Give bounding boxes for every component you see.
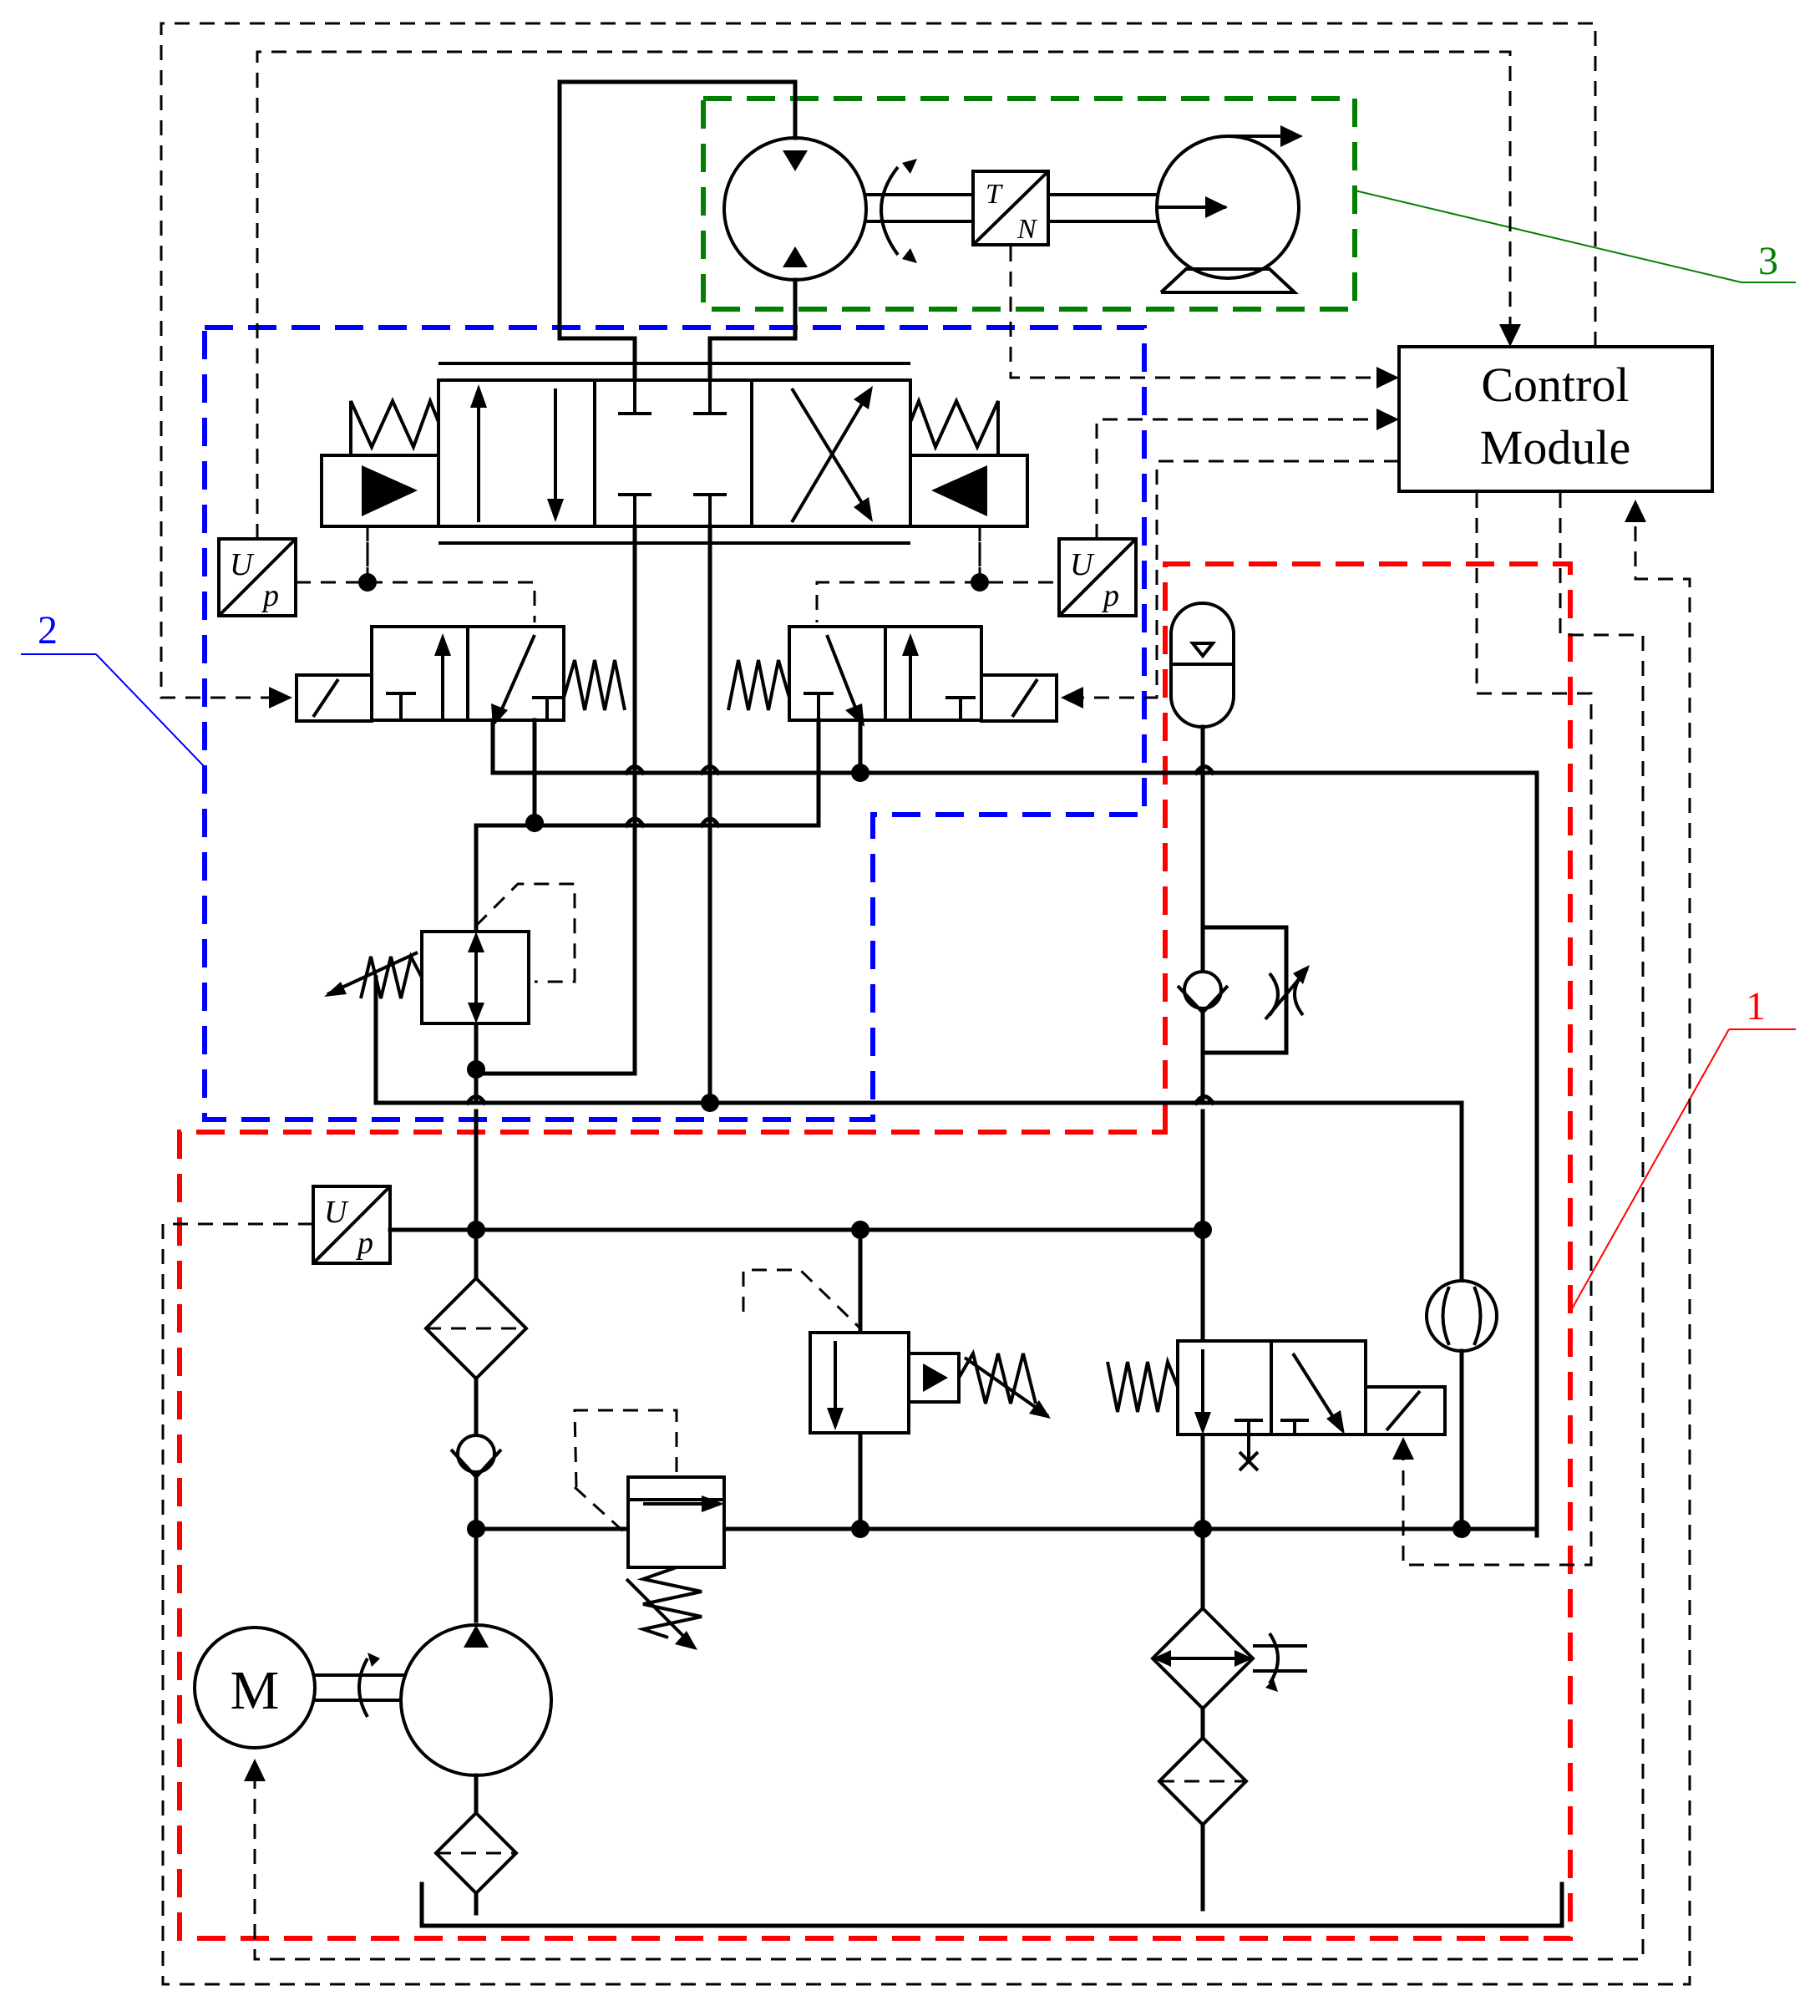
load-pump bbox=[1155, 125, 1303, 294]
oil-cooler bbox=[1150, 1606, 1307, 1740]
main-relief-valve bbox=[625, 1475, 726, 1650]
pressure-sensor-bottom-p: p bbox=[355, 1226, 373, 1261]
pressure-sensor-right: U p bbox=[1057, 537, 1138, 617]
hydraulic-motor bbox=[722, 136, 868, 282]
callout-2: 2 bbox=[38, 608, 58, 653]
group-3-boundary bbox=[701, 96, 1796, 312]
flow-meter bbox=[1425, 1100, 1498, 1531]
control-module: Control Module bbox=[1397, 345, 1714, 493]
pressure-sensor-bottom: U p bbox=[312, 1185, 392, 1265]
accumulator bbox=[1169, 602, 1235, 771]
torque-sensor-t: T bbox=[986, 179, 1003, 210]
callout-1: 1 bbox=[1746, 984, 1766, 1028]
load-shaft bbox=[1048, 193, 1157, 223]
pressure-sensor-bottom-u: U bbox=[324, 1195, 349, 1230]
pressure-sensor-left-u: U bbox=[230, 547, 255, 582]
motor-label: M bbox=[231, 1660, 280, 1721]
pilot-valve-right bbox=[727, 625, 1058, 727]
pressure-sensor-right-p: p bbox=[1101, 578, 1119, 613]
check-throttle-valve bbox=[1176, 774, 1310, 1101]
motor-lines bbox=[557, 79, 798, 387]
signal-lines bbox=[160, 22, 1691, 1986]
motor-pump-coupling bbox=[315, 1653, 405, 1718]
control-module-line1: Control bbox=[1481, 358, 1629, 412]
pump-check-valve bbox=[449, 1434, 503, 1623]
control-module-line2: Module bbox=[1480, 420, 1630, 475]
pressure-sensor-left: U p bbox=[217, 537, 297, 617]
pressure-sensor-left-p: p bbox=[261, 578, 279, 613]
pressure-reducing-valve bbox=[324, 930, 530, 1025]
unloading-directional-valve bbox=[1106, 1339, 1447, 1472]
reservoir-tank bbox=[419, 1881, 1564, 1928]
suction-filter bbox=[433, 1810, 519, 1916]
unloading-valve bbox=[809, 1331, 1051, 1435]
pressure-filter bbox=[423, 1227, 529, 1435]
torque-speed-sensor: T N bbox=[971, 170, 1050, 246]
group-1-boundary bbox=[177, 561, 1796, 1941]
return-filter bbox=[1157, 1735, 1249, 1912]
torque-sensor-n: N bbox=[1016, 214, 1038, 245]
proportional-directional-valve bbox=[320, 362, 1029, 592]
hydraulic-pump bbox=[399, 1623, 553, 1815]
motor-shaft bbox=[866, 159, 973, 263]
electric-motor: M bbox=[193, 1626, 317, 1749]
valve-plumbing bbox=[373, 524, 1539, 1538]
group-2-boundary bbox=[21, 325, 1147, 1122]
callout-3: 3 bbox=[1758, 239, 1778, 283]
pressure-sensor-right-u: U bbox=[1070, 547, 1095, 582]
pilot-valve-left bbox=[295, 625, 626, 727]
